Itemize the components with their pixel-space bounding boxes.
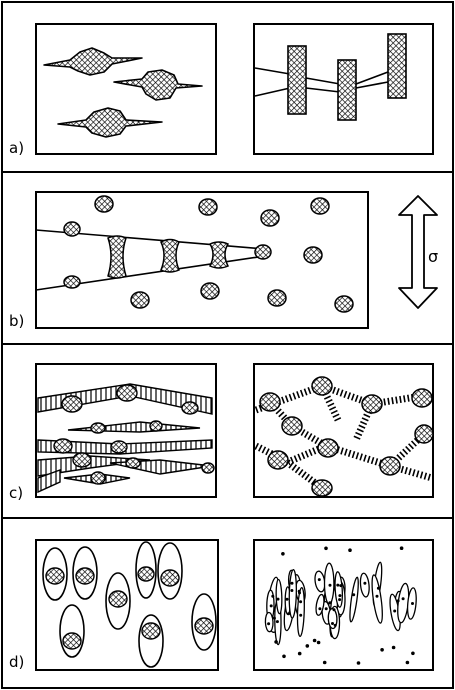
panel-d: d) [9,539,434,671]
panel-a: a) [9,23,434,157]
dispersed-particle [297,651,302,656]
cavity-particle [317,578,321,582]
cavity-particle [401,597,405,601]
cavity [264,611,274,633]
cavity-particle [328,583,332,587]
stress-symbol: σ [428,247,438,266]
cavity-particle [393,609,397,613]
cavity-particle [328,601,332,605]
cavity [288,568,297,619]
cavity-particle [275,620,279,624]
panel-d-right-box [253,539,434,671]
cavity-particle [290,589,294,592]
panel-d-left-box [35,539,219,671]
panel-c-network-particles [259,376,434,497]
panel-a-spindle-particles [43,47,203,138]
panel-c-right-box [253,363,434,498]
cavity-particle [332,608,336,612]
dispersed-particle [312,638,317,643]
dispersed-particle [316,640,321,645]
dispersed-particle [411,651,415,656]
cavity [371,574,383,624]
panel-c-left-box [35,363,217,498]
cavity-particle [276,597,280,601]
panel-a-right-box [253,23,434,155]
panel-c-left-particles [53,384,215,485]
cavity-particle [333,623,337,627]
dispersed-particle [356,661,361,665]
cavity [315,593,325,616]
panel-c-network-lines [254,382,433,491]
dispersed-particle [380,648,384,652]
dispersed-particle [305,644,310,648]
cavity-particle [338,594,342,598]
cavity-particle [299,600,303,604]
dispersed-particle [391,645,396,650]
cavity-particle [396,599,400,603]
panel-d-cavity-cluster [264,561,417,646]
cavity-particle [375,594,379,598]
cavity-particle [352,593,356,597]
dispersed-particle [282,654,286,659]
cavity [323,562,335,605]
panel-b-round-particles [63,195,354,313]
dispersed-particle [348,548,352,552]
cavity-particle [299,613,303,617]
dispersed-particle [324,546,328,551]
cavity [349,576,359,623]
dispersed-particle [274,640,278,644]
panel-a-frame [1,1,454,173]
panel-b: b) [9,191,438,330]
cavity-particle [363,581,367,585]
cavity-particle [376,586,380,590]
dispersed-particle [405,660,410,665]
panel-c-striated-bands [37,383,213,494]
cavity-particle [411,602,414,605]
cavity-particle [267,622,271,626]
panel-d-label: d) [9,653,24,671]
cavity-particle [318,607,322,611]
cavity-particle [287,612,291,616]
panel-c-label: c) [9,484,23,502]
cavity-particle [271,594,275,598]
cavity-particle [338,598,342,602]
cavity-particle [331,622,334,625]
panel-a-label: a) [9,139,24,157]
cavity [334,571,343,608]
panel-b-necked-particles [107,235,272,279]
cavity-particle [298,591,301,595]
cavity-particle [285,597,289,601]
stress-arrow-icon [398,195,438,309]
panel-d-void-particles [45,566,214,650]
cavity-particle [336,583,340,587]
dispersed-particle [322,660,327,665]
panel-c-frame [1,343,454,519]
panel-a-block-particles [254,33,407,121]
dispersed-particle [399,546,404,550]
panel-d-dispersed-dots [267,546,415,665]
panel-c: c) [9,363,434,502]
cavity-particle [324,607,328,611]
cavity-particle [290,581,294,585]
panel-b-box [35,191,369,329]
panel-a-left-box [35,23,217,155]
panel-b-frame [1,171,454,345]
dispersed-particle [281,552,285,556]
cavity-particle [272,616,276,620]
cavity-particle [269,604,273,608]
cavity-particle [339,584,343,588]
panel-b-label: b) [9,312,24,330]
cavity [296,586,305,638]
panel-d-frame [1,517,454,689]
cavity [327,608,338,630]
cavity [275,578,283,615]
cavity [359,572,370,598]
